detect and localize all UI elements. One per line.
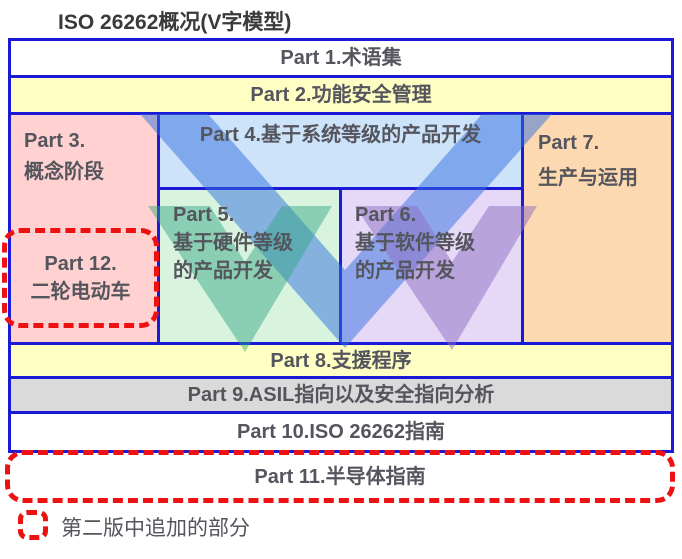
legend-label: 第二版中追加的部分 — [61, 517, 250, 540]
part4-cell: Part 4.基于系统等级的产品开发 — [157, 112, 524, 190]
part5-label-line2: 基于硬件等级 — [173, 232, 293, 254]
part2-label: Part 2.功能安全管理 — [250, 84, 432, 106]
part2-cell: Part 2.功能安全管理 — [8, 75, 674, 115]
part4-label: Part 4.基于系统等级的产品开发 — [199, 124, 482, 146]
part12-highlight-box: Part 12. 二轮电动车 — [2, 228, 159, 328]
part7-cell: Part 7. 生产与运用 — [521, 112, 674, 345]
part5-label-line1: Part 5. — [173, 204, 235, 226]
part7-label-line2: 生产与运用 — [538, 167, 638, 189]
part12-label-line2: 二轮电动车 — [30, 281, 131, 303]
part1-cell: Part 1.术语集 — [8, 38, 674, 78]
part12-label-line1: Part 12. — [44, 253, 117, 275]
part5-cell: Part 5. 基于硬件等级 的产品开发 — [157, 187, 342, 345]
part6-label-line2: 基于软件等级 — [355, 232, 475, 254]
part9-cell: Part 9.ASIL指向以及安全指向分析 — [8, 376, 674, 414]
legend: 第二版中追加的部分 — [0, 506, 682, 546]
part6-cell: Part 6. 基于软件等级 的产品开发 — [339, 187, 524, 345]
part9-label: Part 9.ASIL指向以及安全指向分析 — [187, 384, 495, 406]
part7-label-line1: Part 7. — [538, 132, 600, 154]
part10-cell: Part 10.ISO 26262指南 — [8, 411, 674, 453]
part11-label: Part 11.半导体指南 — [254, 465, 426, 488]
part3-label-line1: Part 3. — [24, 130, 86, 152]
part3-label-line2: 概念阶段 — [24, 161, 104, 183]
dashed-box-legend-icon — [18, 510, 48, 540]
part1-label: Part 1.术语集 — [280, 47, 402, 69]
diagram-title: ISO 26262概况(V字模型) — [58, 11, 292, 34]
part5-label-line3: 的产品开发 — [173, 260, 273, 282]
part11-highlight-box: Part 11.半导体指南 — [5, 450, 675, 503]
part8-cell: Part 8.支援程序 — [8, 342, 674, 379]
part6-label-line1: Part 6. — [355, 204, 417, 226]
part8-label: Part 8.支援程序 — [270, 349, 412, 372]
part10-label: Part 10.ISO 26262指南 — [237, 421, 445, 443]
part6-label-line3: 的产品开发 — [355, 260, 455, 282]
